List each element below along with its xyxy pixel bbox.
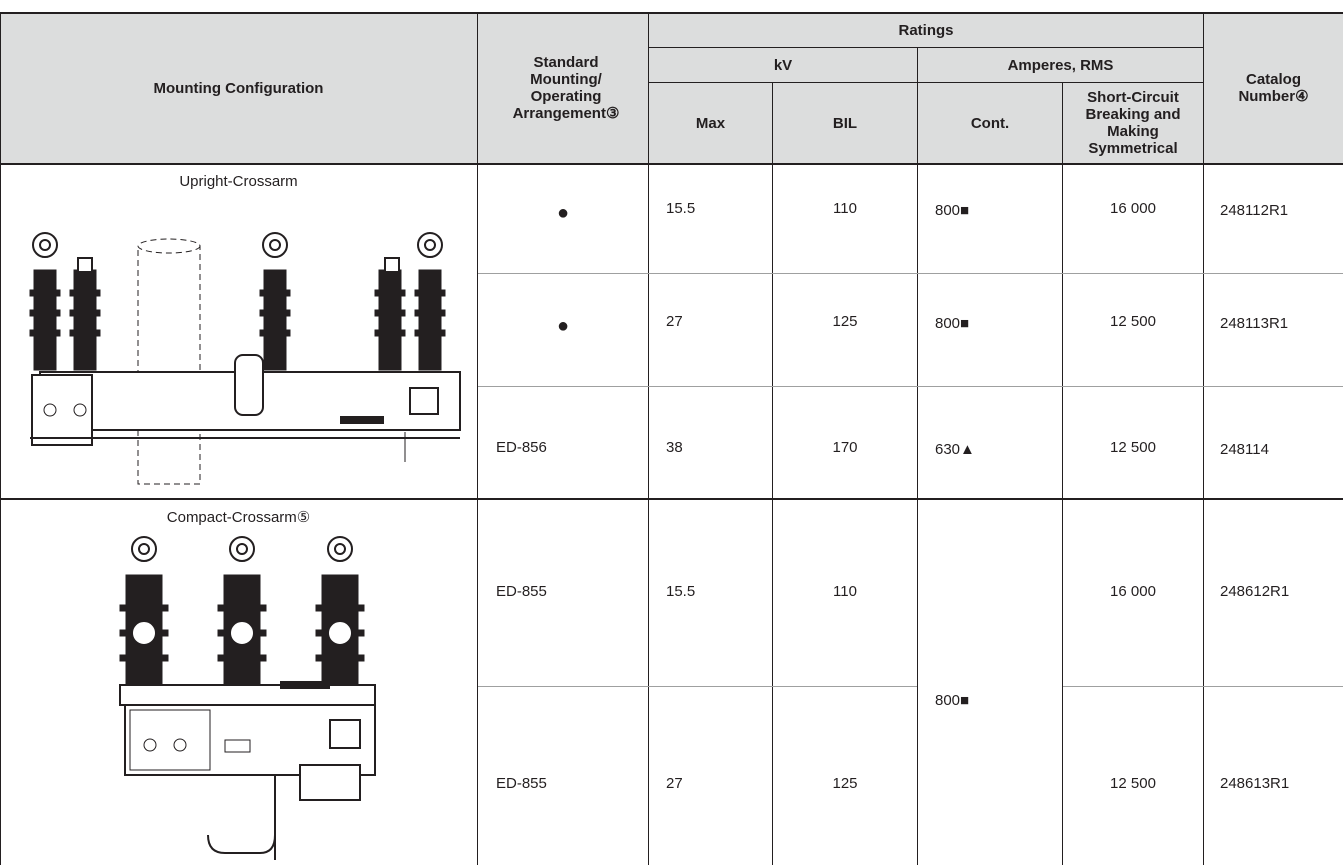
header-ratings: Ratings [649, 13, 1203, 47]
col-divider-5 [1062, 82, 1063, 865]
row3-cont: 630▲ [935, 441, 975, 458]
row4-bil: 110 [833, 583, 857, 600]
row2-short-circuit: 12 500 [1110, 313, 1156, 330]
col-divider-2 [648, 12, 649, 865]
header-amperes-rms-label: Amperes, RMS [1007, 56, 1114, 74]
row4-max: 15.5 [666, 583, 696, 600]
config-label-upright: Upright-Crossarm [179, 173, 298, 190]
row3-catalog: 248114 [1220, 441, 1269, 458]
row2-bil: 125 [832, 313, 858, 330]
header-kv: kV [649, 48, 917, 82]
header-catalog-number-label: Catalog Number④ [1238, 71, 1309, 105]
row3-bil: 170 [832, 439, 858, 456]
config-label-compact: Compact-Crossarm⑤ [166, 509, 311, 526]
header-max-label: Max [695, 114, 726, 132]
row4-standard: ED-855 [496, 583, 547, 600]
table-top-border [0, 12, 1343, 14]
row3-short-circuit: 12 500 [1110, 439, 1156, 456]
header-bil: BIL [773, 83, 917, 163]
row2-max: 27 [666, 313, 683, 330]
header-short-circuit-label: Short-Circuit Breaking and Making Symmet… [1085, 89, 1181, 157]
row1-catalog: 248112R1 [1220, 202, 1289, 219]
row2-standard: ● [556, 315, 570, 337]
table-left-border [0, 12, 1, 865]
header-short-circuit: Short-Circuit Breaking and Making Symmet… [1063, 83, 1203, 163]
header-cont-label: Cont. [970, 114, 1010, 132]
row-separator [478, 686, 917, 687]
header-cont: Cont. [918, 83, 1062, 163]
col-divider-4 [917, 47, 918, 865]
row1-max: 15.5 [666, 200, 696, 217]
row2-catalog: 248113R1 [1220, 315, 1289, 332]
row1-short-circuit: 16 000 [1110, 200, 1156, 217]
header-max: Max [649, 83, 772, 163]
row4-short-circuit: 16 000 [1110, 583, 1156, 600]
col-divider-6 [1203, 12, 1204, 865]
header-bil-label: BIL [832, 114, 858, 132]
row-separator [1063, 686, 1343, 687]
header-standard-mounting-label: Standard Mounting/ Operating Arrangement… [512, 54, 620, 122]
row1-standard: ● [556, 202, 570, 224]
col-divider-3 [772, 82, 773, 865]
header-ratings-label: Ratings [898, 21, 954, 39]
compact-crossarm-illustration [119, 536, 376, 860]
row1-bil: 110 [833, 200, 857, 217]
row3-standard: ED-856 [496, 439, 547, 456]
row5-short-circuit: 12 500 [1110, 775, 1156, 792]
row5-bil: 125 [832, 775, 858, 792]
header-catalog-number: Catalog Number④ [1204, 13, 1343, 163]
cont-shared: 800■ [935, 692, 970, 709]
row-separator [478, 386, 1343, 387]
upright-crossarm-illustration [29, 232, 461, 485]
header-mounting-configuration-label: Mounting Configuration [153, 79, 324, 97]
row4-catalog: 248612R1 [1220, 583, 1290, 600]
row5-standard: ED-855 [496, 775, 547, 792]
group-divider [0, 498, 1343, 500]
header-mounting-configuration: Mounting Configuration [0, 13, 477, 163]
row2-cont: 800■ [935, 315, 970, 332]
header-standard-mounting: Standard Mounting/ Operating Arrangement… [478, 13, 648, 163]
header-amperes-rms: Amperes, RMS [918, 48, 1203, 82]
row-separator [478, 273, 1343, 274]
row1-cont: 800■ [935, 202, 970, 219]
header-bottom-border [0, 163, 1343, 165]
row3-max: 38 [666, 439, 683, 456]
col-divider-1 [477, 12, 478, 865]
row5-catalog: 248613R1 [1220, 775, 1290, 792]
subheader-divider [649, 82, 1203, 83]
header-kv-label: kV [773, 56, 793, 74]
ratings-divider [649, 47, 1203, 48]
row5-max: 27 [666, 775, 683, 792]
